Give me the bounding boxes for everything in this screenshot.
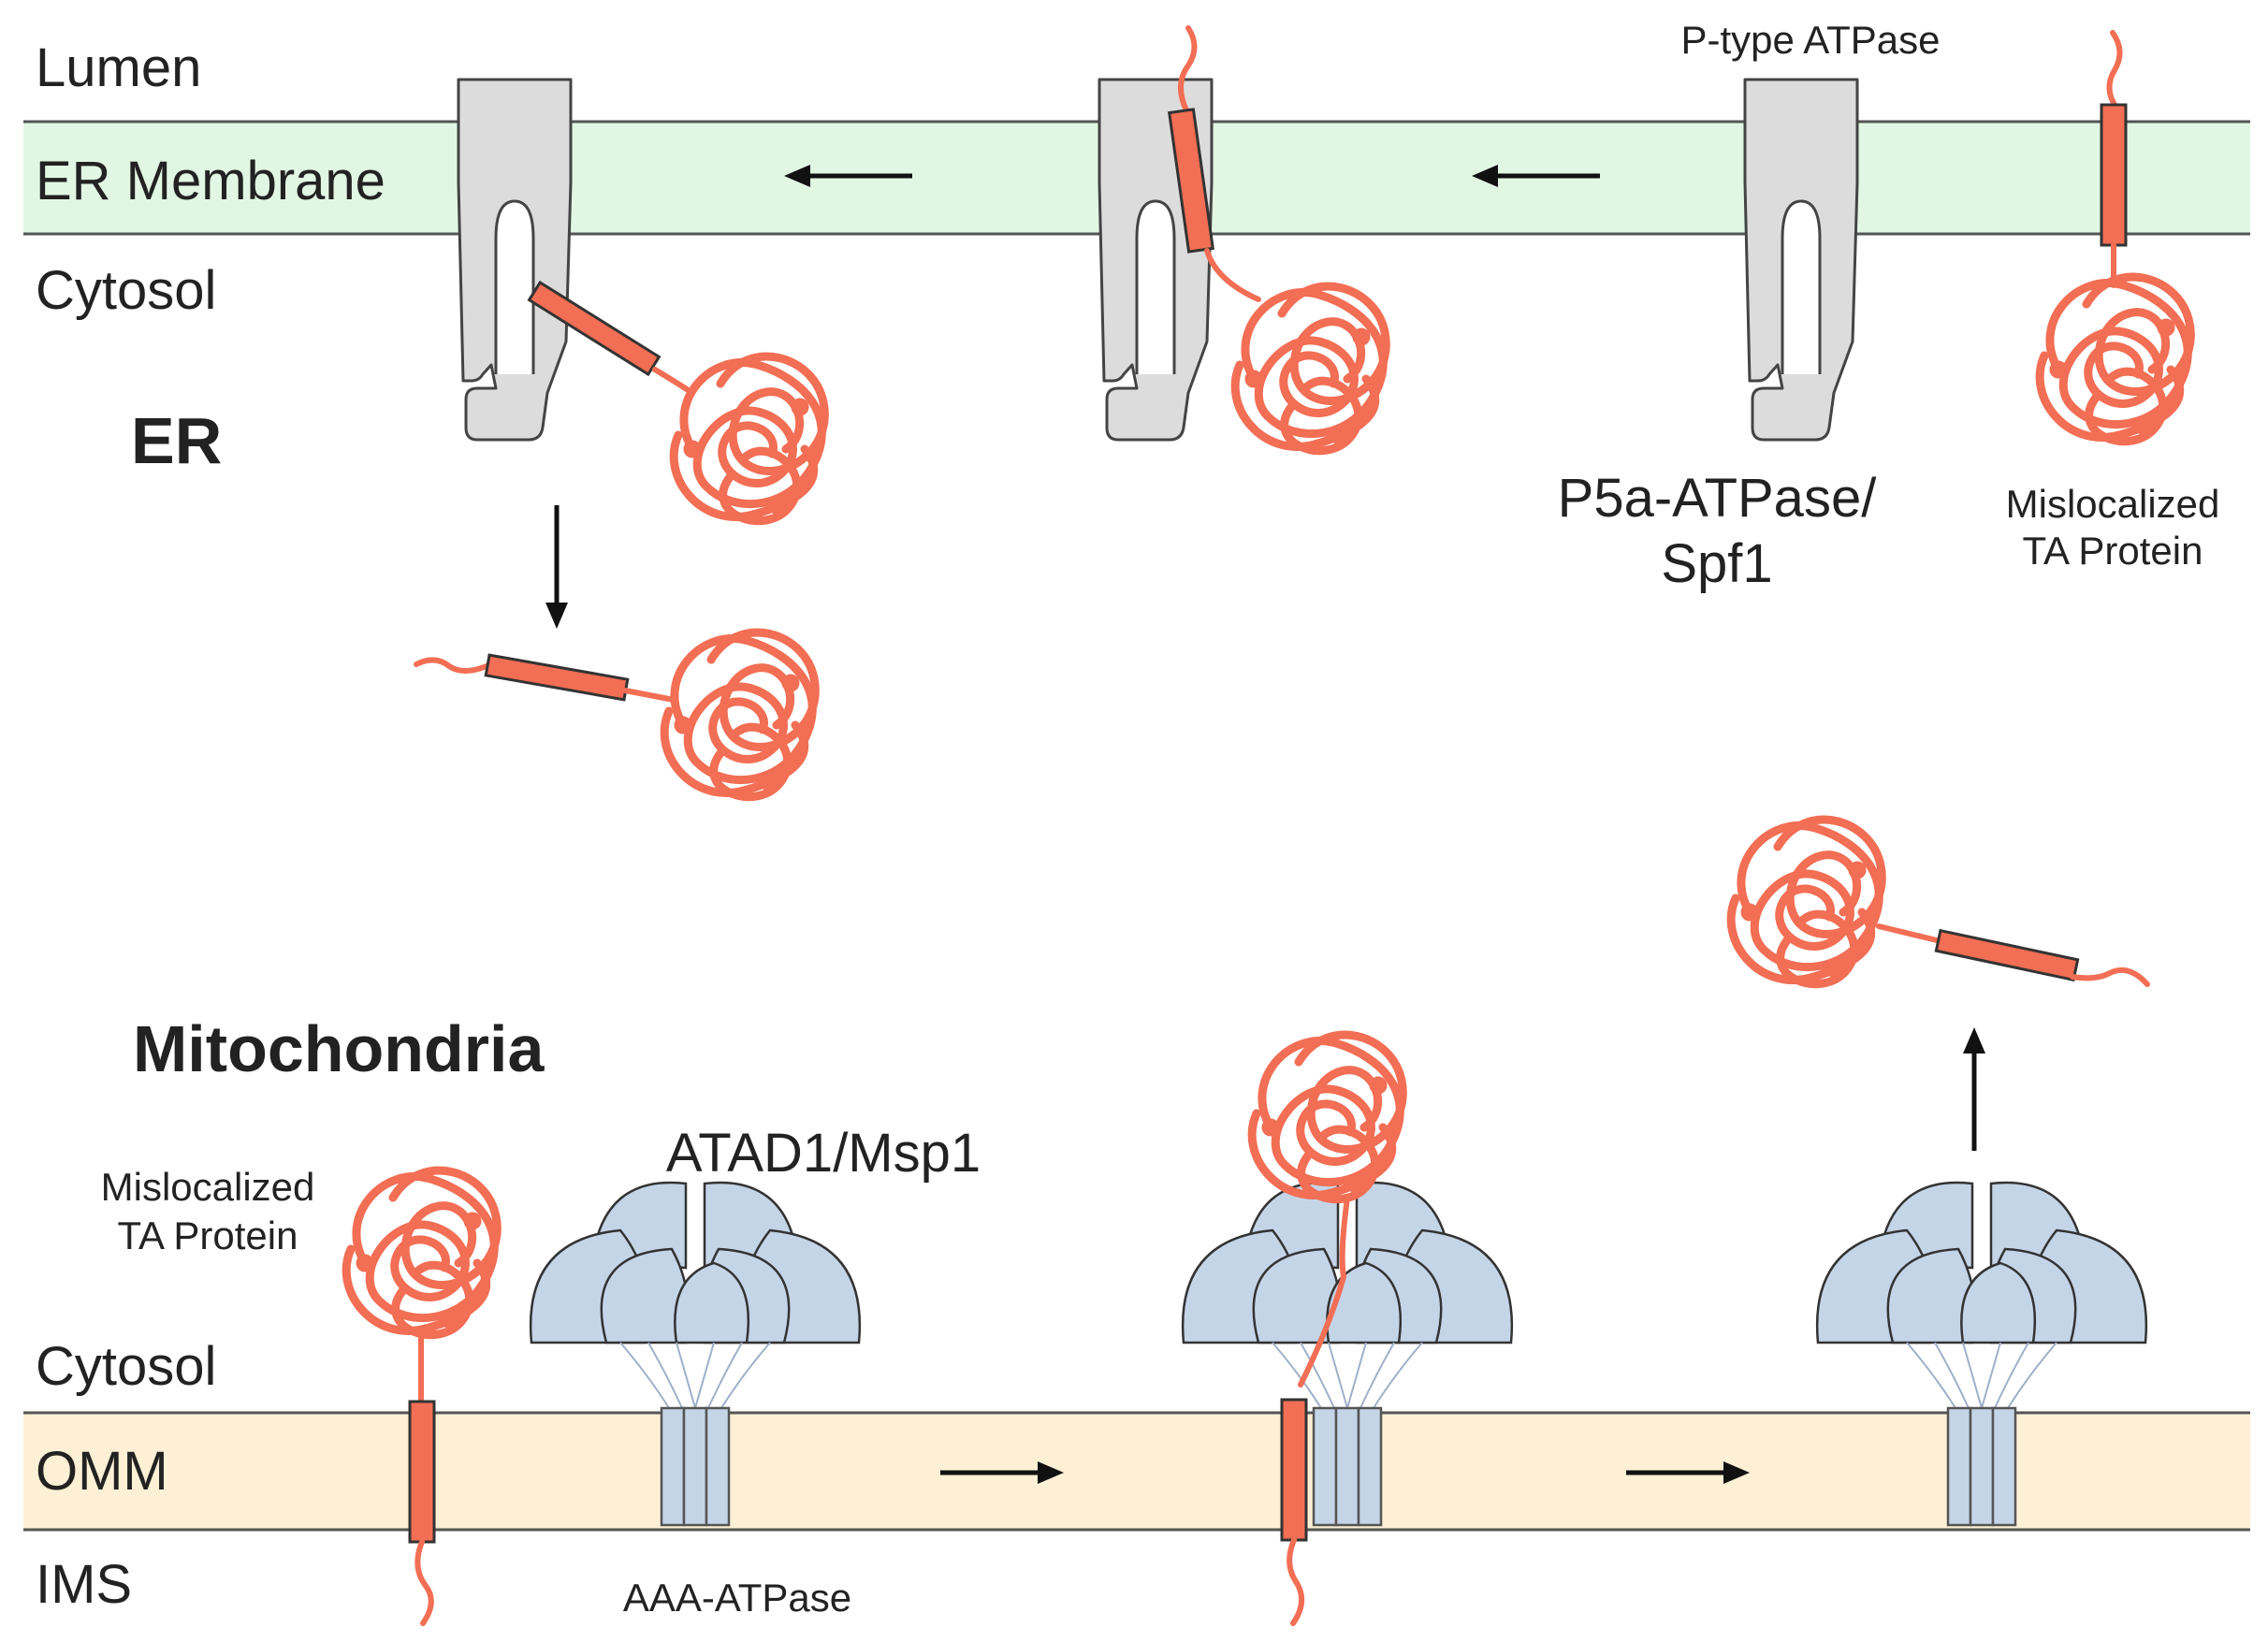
ims-label: IMS [36, 1554, 132, 1615]
aaa-atpase-label: AAA-ATPase [623, 1576, 851, 1620]
er-section: Lumen ER Membrane Cytosol ER P-type ATPa… [23, 18, 2250, 797]
p5a-atpase-icon [457, 78, 573, 442]
omm-band [23, 1413, 2250, 1530]
er-dislocating-ta-protein-icon [527, 280, 825, 521]
p5a-atpase-name-line1: P5a-ATPase/ [1558, 468, 1878, 529]
er-engaged-ta-protein-icon [1167, 25, 1387, 451]
arrow-icon [784, 165, 912, 187]
arrow-icon [545, 505, 568, 629]
atad1-msp1-label: ATAD1/Msp1 [666, 1123, 981, 1184]
er-substrate-label-line2: TA Protein [2023, 529, 2203, 573]
mito-substrate-label-line1: Mislocalized [101, 1165, 315, 1209]
omm-label: OMM [36, 1441, 168, 1502]
er-released-ta-protein-icon [414, 632, 815, 797]
arrow-icon [940, 1461, 1064, 1484]
arrow-icon [1626, 1461, 1750, 1484]
er-substrate-label-line1: Mislocalized [2006, 482, 2220, 526]
p-type-atpase-label: P-type ATPase [1680, 18, 1940, 62]
mito-substrate-label-line2: TA Protein [118, 1213, 298, 1257]
er-cytosol-label: Cytosol [36, 260, 216, 321]
mito-section: Mitochondria Cytosol OMM IMS ATAD1/Msp1 … [23, 820, 2250, 1626]
mito-released-ta-protein-icon [1731, 820, 2150, 984]
er-membrane-label: ER Membrane [36, 151, 385, 211]
mito-engaged-ta-protein-icon [1252, 1035, 1403, 1626]
mito-title: Mitochondria [133, 1012, 545, 1085]
p5a-atpase-name-line2: Spf1 [1661, 533, 1772, 594]
er-mislocalized-ta-protein-icon [2040, 30, 2190, 442]
er-title: ER [131, 404, 222, 477]
er-lumen-label: Lumen [36, 37, 201, 98]
p5a-atpase-icon [1743, 78, 1859, 442]
mito-cytosol-label: Cytosol [36, 1336, 216, 1397]
arrow-icon [1963, 1027, 1985, 1151]
arrow-icon [1472, 165, 1600, 187]
mito-mislocalized-ta-protein-icon [346, 1170, 497, 1626]
